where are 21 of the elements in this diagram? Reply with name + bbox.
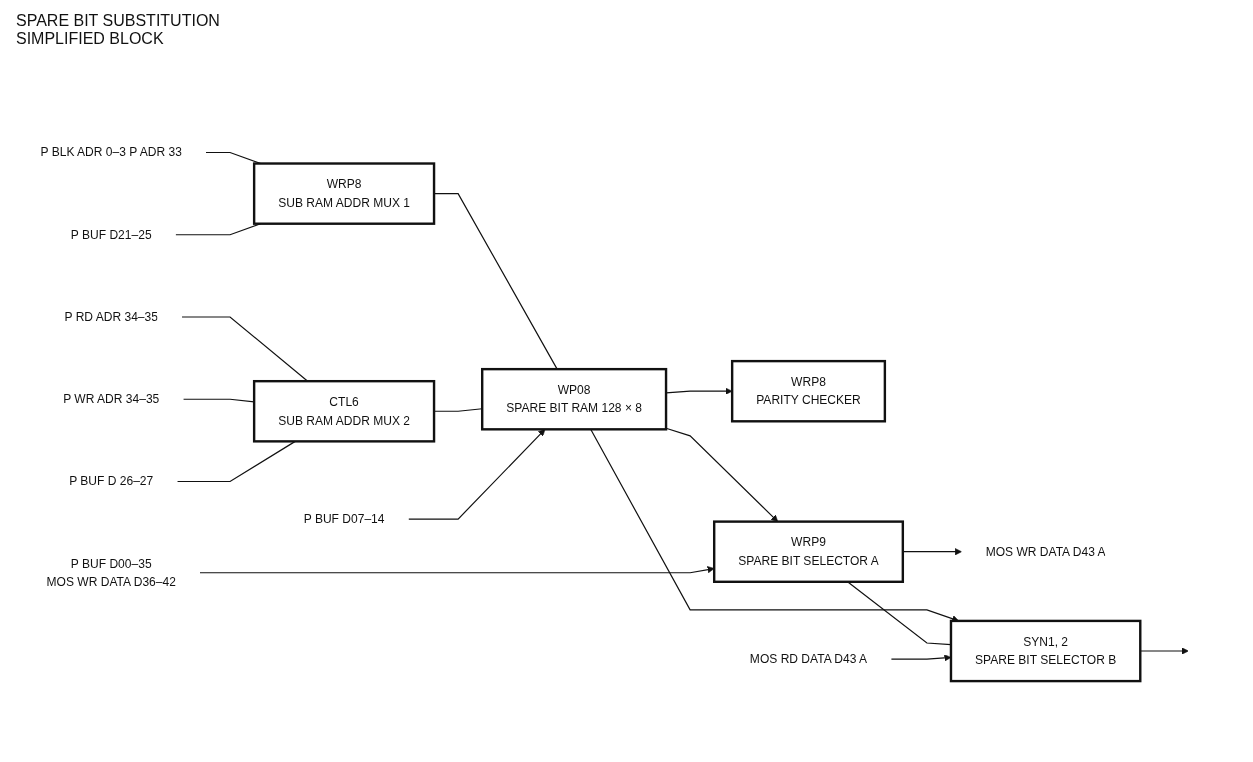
connector	[182, 398, 255, 403]
arrow	[665, 427, 779, 522]
node-text: P BUF D00–35 MOS WR DATA D36–42	[46, 556, 176, 588]
node-box: CTL6 SUB RAM ADDR MUX 2	[252, 379, 436, 443]
diagram-title: SPARE BIT SUBSTITUTION SIMPLIFIED BLOCK	[16, 12, 221, 48]
node-text: P BUF D21–25	[70, 227, 152, 241]
node-text: MOS WR DATA D43 A	[985, 544, 1106, 558]
node-text: P RD ADR 34–35	[64, 309, 158, 323]
node-text: P BUF D07–14	[303, 511, 385, 526]
node-box: SYN1, 2 SPARE BIT SELECTOR B	[949, 619, 1142, 683]
node-box: WRP9 SPARE BIT SELECTOR A	[713, 520, 905, 583]
arrow	[590, 428, 960, 622]
node-text: P BUF D 26–27	[69, 473, 154, 488]
arrow	[199, 565, 715, 574]
node-box: WRP8 PARITY CHECKER	[730, 359, 887, 423]
node-text: P BLK ADR 0–3 P ADR 33	[40, 144, 182, 159]
node-text: P WR ADR 34–35	[63, 391, 160, 406]
node-box: WRP8 SUB RAM ADDR MUX 1	[252, 162, 436, 225]
node-box: WP08 SPARE BIT RAM 128 × 8	[481, 367, 668, 431]
node-text: MOS RD DATA D43 A	[749, 651, 868, 665]
arrow	[902, 547, 962, 555]
